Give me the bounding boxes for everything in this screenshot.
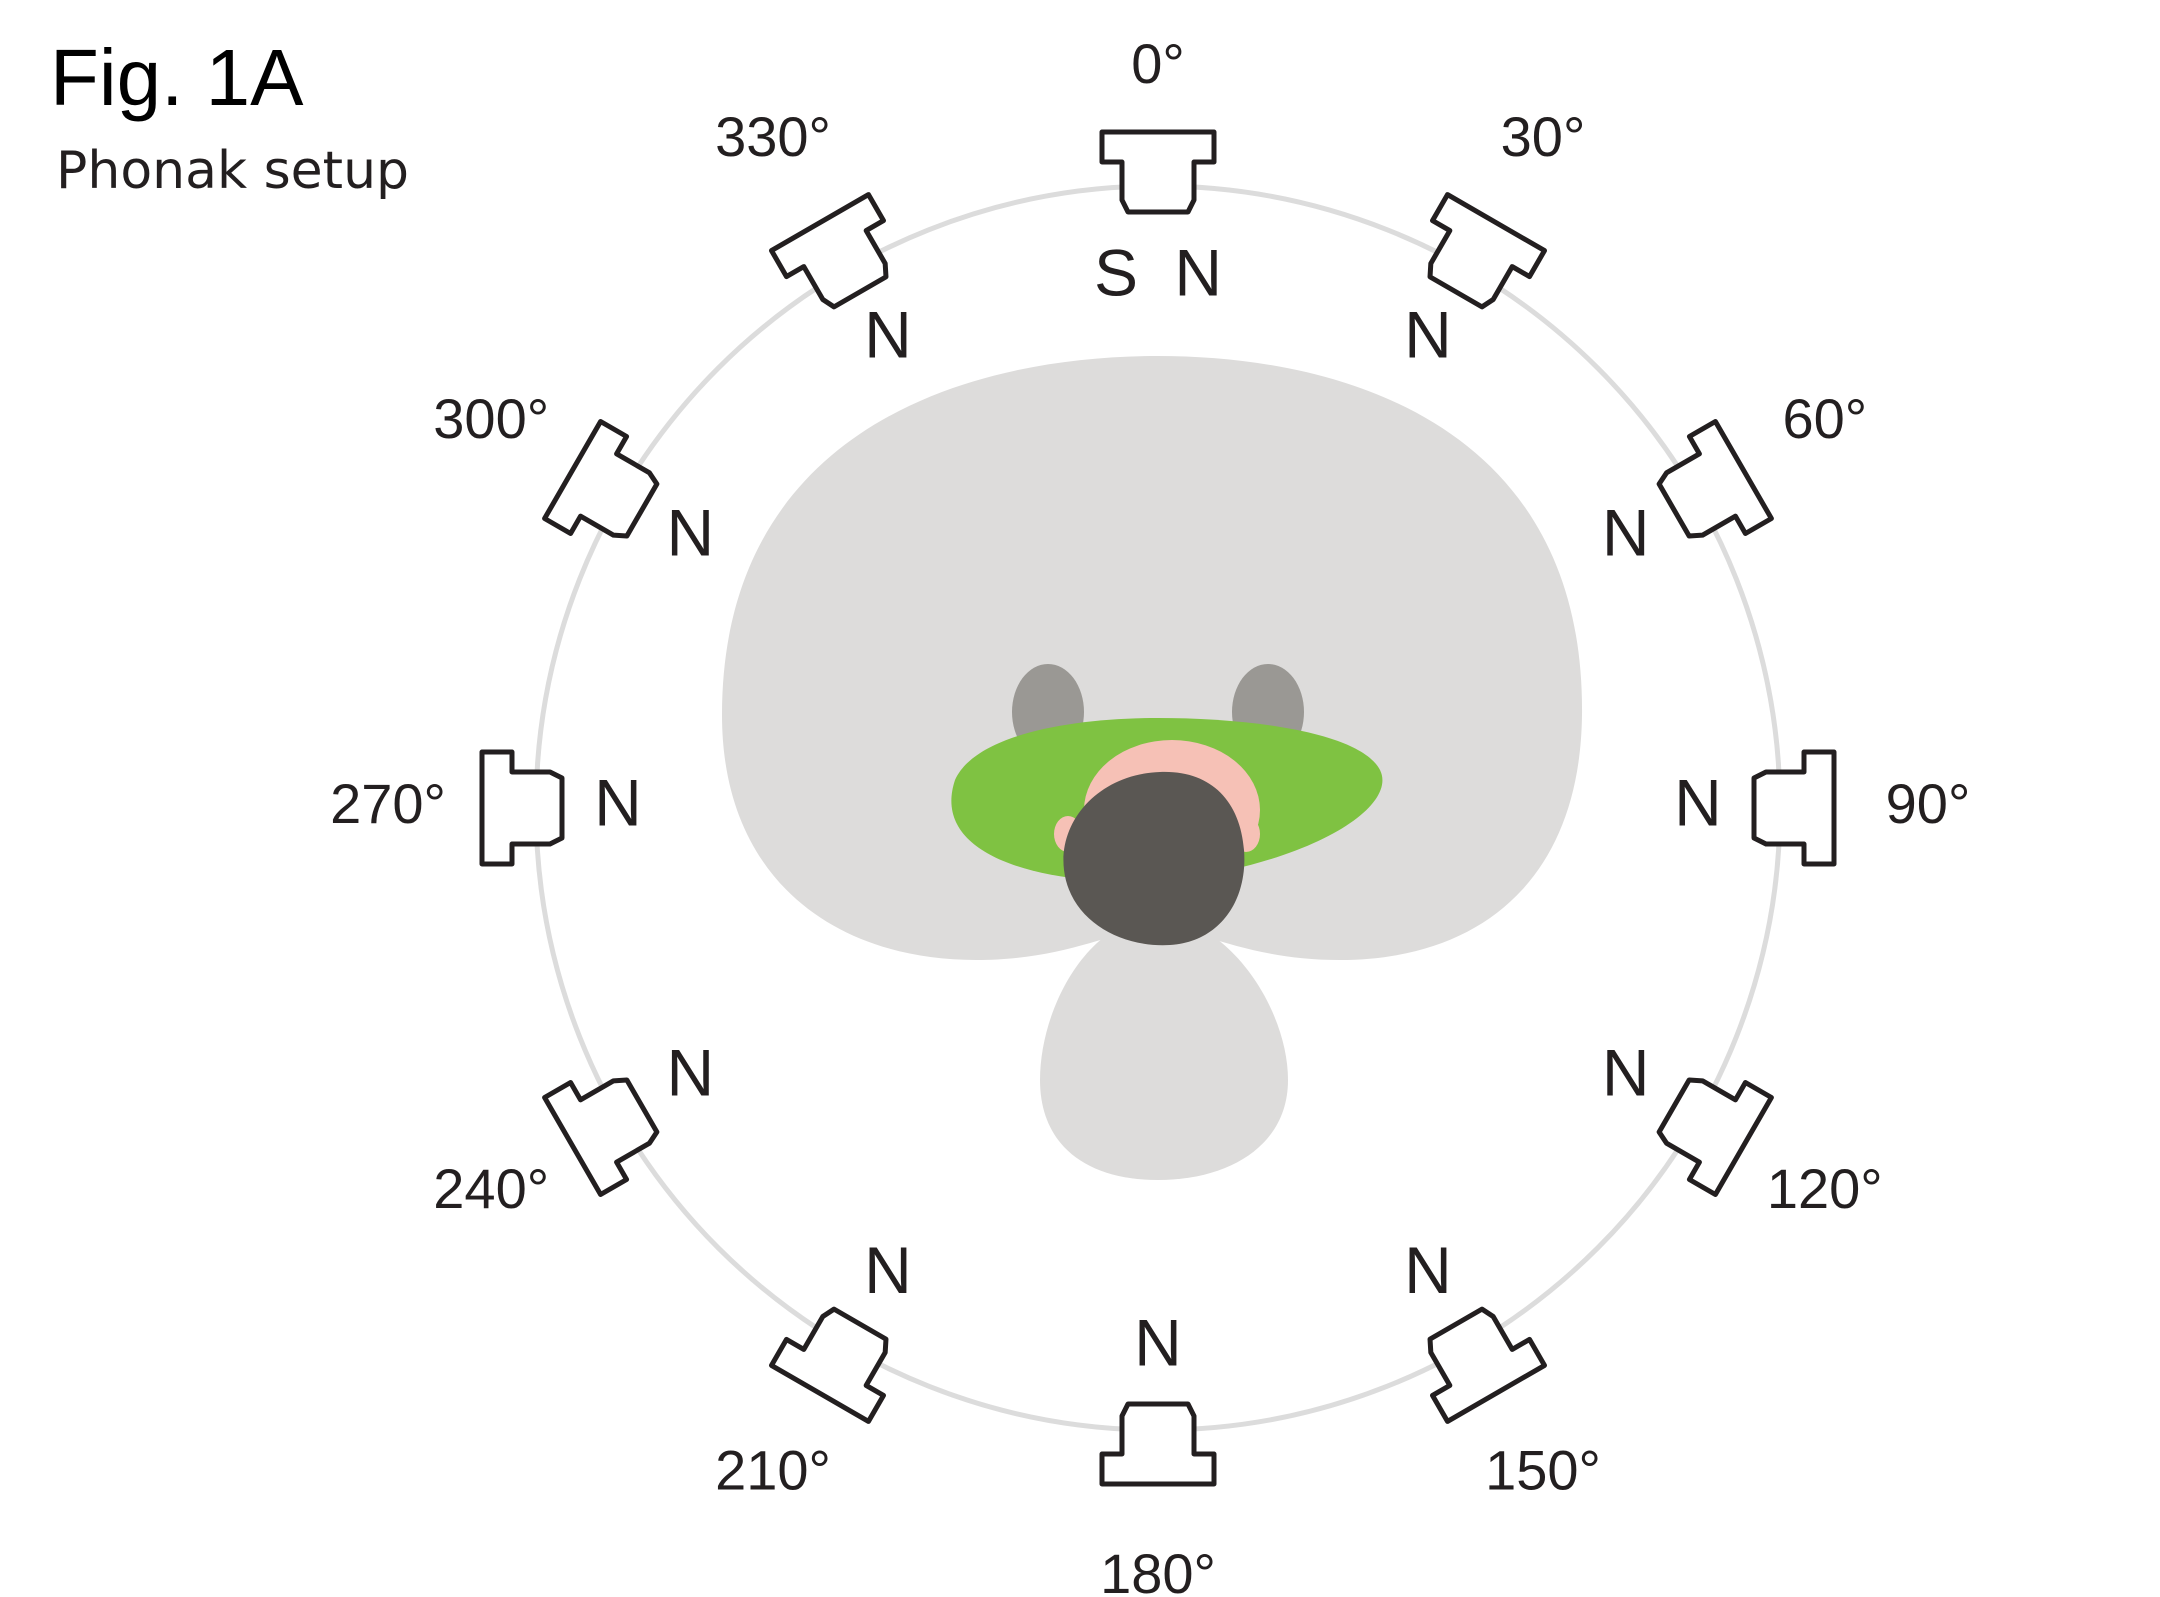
angle-label-300: 300° [433, 387, 549, 450]
speaker-icon-300 [542, 419, 660, 539]
speaker-icon-90 [1751, 749, 1837, 867]
angle-label-180: 180° [1100, 1542, 1216, 1597]
marker-label-90: N [1674, 765, 1722, 839]
marker-label-270: N [594, 765, 642, 839]
marker-label-210: N [864, 1233, 912, 1307]
marker-label-30: N [1404, 298, 1452, 372]
angle-label-30: 30° [1501, 105, 1586, 168]
speaker-icon-30 [1427, 192, 1547, 310]
angle-label-60: 60° [1782, 387, 1867, 450]
speaker-icon-0 [1099, 129, 1217, 215]
speaker-icon-150 [1427, 1306, 1547, 1424]
head-hair-icon [1063, 771, 1245, 946]
angle-label-150: 150° [1485, 1439, 1601, 1502]
marker-label-330: N [864, 298, 912, 372]
angle-label-90: 90° [1886, 772, 1971, 835]
speaker-array: 0° S N 30° N 60° N 90° N 120° N 150° N 180° N 210° N 240… [330, 32, 1970, 1597]
angle-label-240: 240° [433, 1157, 549, 1220]
figure-title: Fig. 1A [50, 33, 304, 122]
marker-label-60: N [1602, 495, 1650, 569]
speaker-icon-330 [769, 192, 889, 310]
speaker-icon-120 [1656, 1077, 1774, 1197]
marker-label-240: N [666, 1035, 714, 1109]
speaker-icon-60 [1656, 419, 1774, 539]
polar-pattern-back-lobe [1040, 915, 1288, 1180]
speaker-icon-240 [542, 1077, 660, 1197]
speaker-icon-210 [769, 1306, 889, 1424]
speaker-icon-270 [479, 749, 565, 867]
marker-label-180: N [1134, 1305, 1182, 1379]
angle-label-210: 210° [715, 1439, 831, 1502]
figure-subtitle: Phonak setup [56, 141, 409, 201]
speaker-icon-180 [1099, 1401, 1217, 1487]
angle-label-270: 270° [330, 772, 446, 835]
listener-top-view [951, 664, 1383, 946]
marker-label-300: N [666, 495, 714, 569]
angle-label-330: 330° [715, 105, 831, 168]
angle-label-0: 0° [1131, 32, 1185, 95]
marker-label-150: N [1404, 1233, 1452, 1307]
marker-label-120: N [1602, 1035, 1650, 1109]
angle-label-120: 120° [1767, 1157, 1883, 1220]
marker-label-0: S N [1094, 235, 1222, 309]
